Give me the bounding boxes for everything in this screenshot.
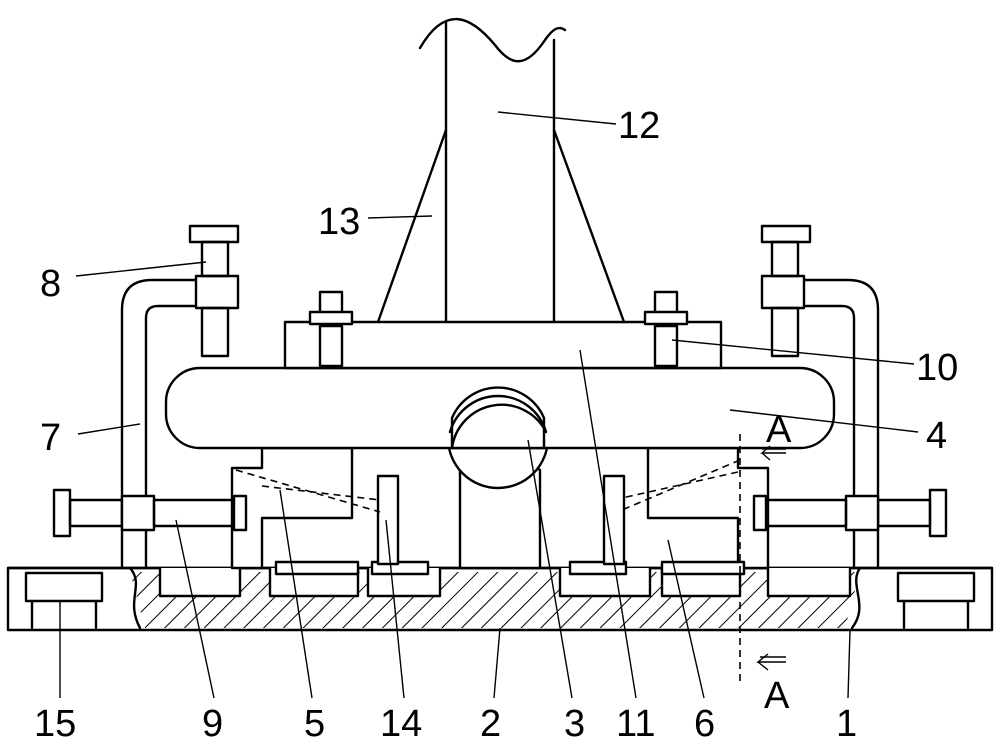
section-label-upper: A <box>766 409 792 451</box>
left-pin <box>376 474 400 566</box>
left-bracket <box>120 278 198 570</box>
section-label-lower: A <box>764 675 790 717</box>
mast <box>418 17 567 324</box>
left-plate-bolt <box>308 290 354 368</box>
right-horizontal-screw <box>752 488 948 538</box>
section-arrow-upper <box>760 445 786 461</box>
label-part-8: 8 <box>40 263 61 305</box>
left-strut <box>376 128 448 324</box>
label-part-2: 2 <box>480 703 501 745</box>
label-part-12: 12 <box>618 105 660 147</box>
label-part-5: 5 <box>304 703 325 745</box>
label-part-13: 13 <box>318 201 360 243</box>
label-part-15: 15 <box>34 703 76 745</box>
base-plate <box>6 566 994 632</box>
label-part-14: 14 <box>380 703 422 745</box>
left-horizontal-screw <box>52 488 248 538</box>
leader-lines <box>59 111 919 699</box>
label-part-6: 6 <box>694 703 715 745</box>
right-plate-bolt <box>643 290 689 368</box>
section-arrow-lower <box>756 653 786 671</box>
right-bracket <box>802 278 880 570</box>
label-part-10: 10 <box>916 347 958 389</box>
right-vertical-screw <box>760 224 812 358</box>
label-part-7: 7 <box>40 417 61 459</box>
label-part-3: 3 <box>564 703 585 745</box>
label-part-9: 9 <box>202 703 223 745</box>
label-part-1: 1 <box>836 703 857 745</box>
label-part-4: 4 <box>926 415 947 457</box>
left-vertical-screw <box>188 224 240 358</box>
right-clamp-block <box>568 446 770 576</box>
label-part-11: 11 <box>616 703 655 745</box>
right-strut <box>552 128 626 324</box>
